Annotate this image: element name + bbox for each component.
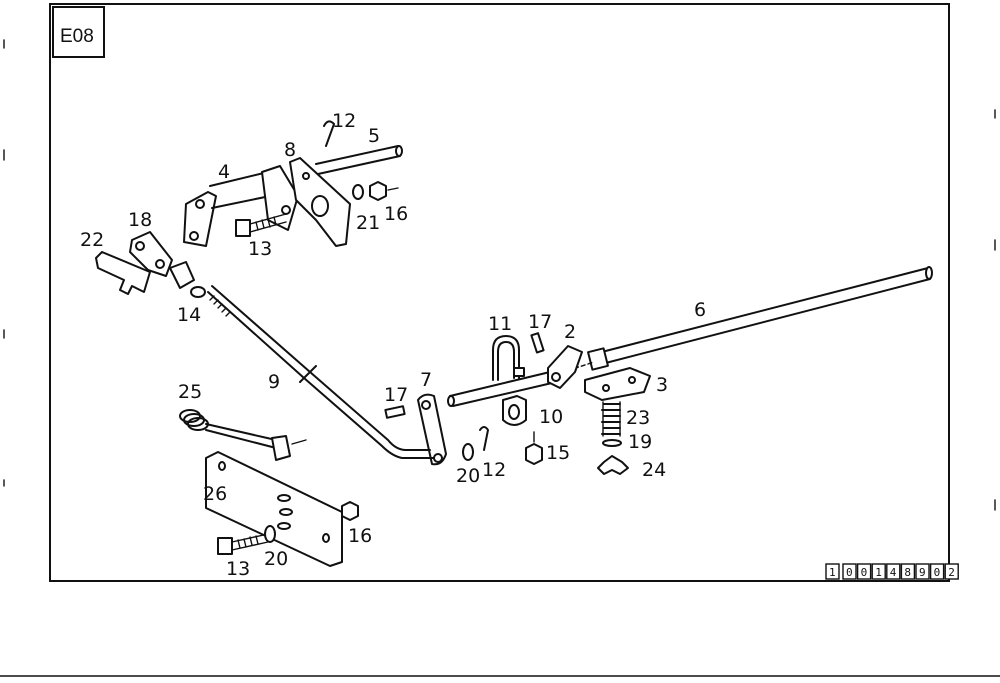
reference-digit: 0 [842, 563, 857, 580]
reference-digit-text: 0 [861, 566, 868, 579]
label-part-13-lower: 13 [226, 558, 250, 580]
label-part-20-center: 20 [456, 465, 480, 487]
mounting-plate [205, 451, 343, 567]
label-part-16-lower: 16 [348, 525, 372, 547]
bolt-lower [217, 525, 276, 555]
label-part-10: 10 [539, 406, 563, 428]
handle [95, 251, 151, 295]
label-part-16-upper: 16 [384, 203, 408, 225]
u-bolt [492, 335, 525, 381]
reference-digit-text: 8 [904, 566, 911, 579]
link-rod [190, 285, 435, 459]
reference-digit-text: 1 [875, 566, 882, 579]
reference-digit-text: 2 [948, 566, 955, 579]
label-part-19: 19 [628, 431, 652, 453]
reference-digit: 4 [886, 563, 901, 580]
nut-lower [341, 501, 359, 521]
reference-digit: 0 [929, 563, 945, 580]
label-part-26: 26 [203, 483, 227, 505]
pivot-shaft [447, 371, 553, 407]
spring-arm [179, 409, 307, 461]
part-labels: 4 8 12 5 21 16 18 22 13 14 9 25 26 16 13… [80, 110, 706, 580]
label-part-12-center: 12 [482, 459, 506, 481]
label-part-21: 21 [356, 212, 380, 234]
reference-digit-text: 0 [934, 566, 941, 579]
label-part-17-left: 17 [384, 384, 408, 406]
reference-digit: 1 [871, 563, 886, 580]
label-part-17-right: 17 [528, 311, 552, 333]
wing-nut [597, 455, 629, 475]
drawing-frame [49, 3, 950, 582]
label-part-9: 9 [268, 371, 280, 393]
label-part-13-upper: 13 [248, 238, 272, 260]
label-part-14: 14 [177, 304, 201, 326]
reference-digit-text: 0 [846, 566, 853, 579]
pivot-block [547, 345, 583, 389]
section-code-box: E08 [52, 6, 105, 58]
label-part-11: 11 [488, 313, 512, 335]
label-part-4: 4 [218, 161, 230, 183]
label-part-22: 22 [80, 229, 104, 251]
lever-plate [289, 157, 351, 247]
washer-upper [352, 184, 364, 200]
roll-pin-left [384, 405, 406, 419]
reference-digit-text: 4 [890, 566, 897, 579]
washer [602, 439, 622, 447]
washer-center [462, 443, 474, 461]
label-part-12-upper: 12 [332, 110, 356, 132]
label-part-24: 24 [642, 459, 666, 481]
reference-digit: 8 [900, 563, 916, 580]
label-part-7: 7 [420, 369, 432, 391]
scan-edge-marks [0, 39, 1000, 677]
roll-pin [530, 332, 545, 354]
label-part-25: 25 [178, 381, 202, 403]
label-part-6: 6 [694, 299, 706, 321]
bolt-upper [235, 213, 287, 237]
split-pin-center [479, 426, 489, 451]
reference-digit: 0 [856, 563, 872, 580]
reference-digit-text: 9 [919, 566, 926, 579]
label-part-2: 2 [564, 321, 576, 343]
reference-digit: 1 [825, 563, 840, 580]
label-part-8: 8 [284, 139, 296, 161]
clevis [129, 231, 195, 289]
label-part-15: 15 [546, 442, 570, 464]
split-pin-upper [323, 120, 335, 147]
label-part-23: 23 [626, 407, 650, 429]
label-part-20-lower: 20 [264, 548, 288, 570]
bracket-plate [584, 367, 651, 401]
label-part-18: 18 [128, 209, 152, 231]
hex-nut [525, 443, 543, 465]
pin-rod [315, 145, 403, 175]
nut-upper [369, 181, 387, 201]
reference-digit-text: 1 [829, 566, 836, 579]
label-part-5: 5 [368, 125, 380, 147]
parts-drawing [95, 120, 933, 567]
compression-spring [601, 401, 621, 437]
reference-digit: 2 [944, 563, 959, 580]
label-part-3: 3 [656, 374, 668, 396]
section-code: E08 [60, 26, 94, 47]
long-rod [547, 266, 933, 378]
lever [417, 393, 447, 466]
reference-digit: 9 [915, 563, 930, 580]
